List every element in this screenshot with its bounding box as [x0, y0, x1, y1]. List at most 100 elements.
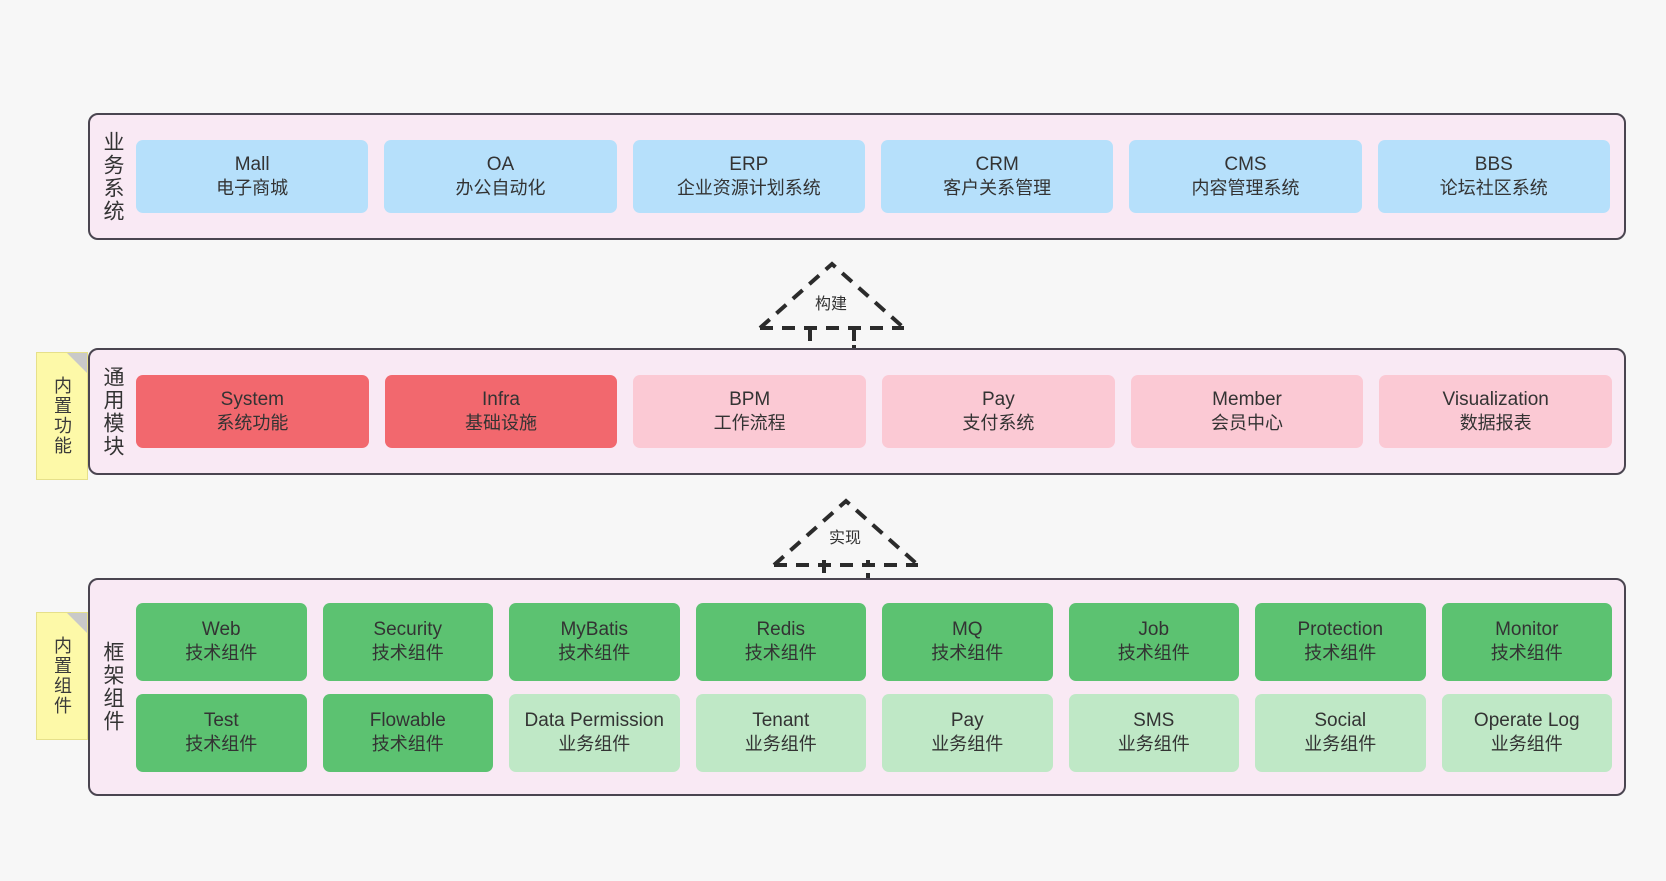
card-title: Operate Log: [1473, 710, 1580, 732]
card-sms[interactable]: SMS 业务组件: [1068, 693, 1239, 772]
card-subtitle: 办公自动化: [455, 178, 546, 199]
card-title: Security: [373, 619, 443, 641]
card-erp[interactable]: ERP 企业资源计划系统: [632, 140, 865, 213]
card-bbs[interactable]: BBS 论坛社区系统: [1377, 140, 1610, 213]
card-tenant[interactable]: Tenant 业务组件: [695, 693, 866, 772]
sticky-note-builtin-components: 内置组件: [36, 612, 88, 740]
card-title: Social: [1314, 710, 1367, 732]
card-subtitle: 技术组件: [931, 643, 1004, 664]
card-mall[interactable]: Mall 电子商城: [136, 140, 369, 213]
card-subtitle: 基础设施: [465, 413, 537, 434]
connector-implement-arrow: [772, 498, 920, 567]
card-title: Tenant: [752, 710, 810, 732]
sticky-fold-corner: [67, 613, 87, 633]
card-subtitle: 技术组件: [371, 734, 444, 755]
card-title: Mall: [234, 154, 270, 176]
card-subtitle: 技术组件: [558, 643, 631, 664]
card-row-framework-business: Test 技术组件 Flowable 技术组件 Data Permission …: [136, 693, 1612, 772]
card-operate-log[interactable]: Operate Log 业务组件: [1441, 693, 1612, 772]
card-subtitle: 技术组件: [371, 643, 444, 664]
card-title: Pay: [950, 710, 984, 732]
card-title: MQ: [951, 619, 983, 641]
card-title: Redis: [756, 619, 806, 641]
layer-label-common: 通用模块: [101, 365, 124, 458]
card-monitor[interactable]: Monitor 技术组件: [1441, 602, 1612, 681]
card-subtitle: 电子商城: [216, 178, 289, 199]
card-title: BPM: [729, 389, 771, 411]
layer-label-business: 业务系统: [101, 130, 124, 223]
connector-label-implement: 实现: [827, 524, 864, 548]
card-security[interactable]: Security 技术组件: [322, 602, 493, 681]
card-title: Visualization: [1442, 389, 1549, 411]
card-subtitle: 工作流程: [713, 413, 786, 434]
sticky-label: 内置组件: [52, 636, 72, 716]
card-title: Data Permission: [524, 710, 664, 732]
card-subtitle: 会员中心: [1211, 413, 1284, 434]
card-infra[interactable]: Infra 基础设施: [384, 375, 618, 448]
card-job[interactable]: Job 技术组件: [1068, 602, 1239, 681]
card-mq[interactable]: MQ 技术组件: [882, 602, 1053, 681]
card-subtitle: 论坛社区系统: [1439, 178, 1548, 199]
card-test[interactable]: Test 技术组件: [136, 693, 307, 772]
sticky-label: 内置功能: [52, 376, 72, 456]
layer-business-system: 业务系统 Mall 电子商城 OA 办公自动化 ERP 企业资源计划系统 CRM…: [88, 113, 1626, 240]
card-title: BBS: [1474, 154, 1513, 176]
card-title: OA: [486, 154, 515, 176]
sticky-note-builtin-features: 内置功能: [36, 352, 88, 480]
card-row-common: System 系统功能 Infra 基础设施 BPM 工作流程 Pay 支付系统…: [136, 375, 1613, 448]
card-title: Monitor: [1495, 619, 1559, 641]
card-oa[interactable]: OA 办公自动化: [384, 140, 617, 213]
card-subtitle: 内容管理系统: [1191, 178, 1300, 199]
card-title: MyBatis: [560, 619, 629, 641]
card-data-permission[interactable]: Data Permission 业务组件: [509, 693, 680, 772]
card-bpm[interactable]: BPM 工作流程: [633, 375, 867, 448]
card-visualization[interactable]: Visualization 数据报表: [1379, 375, 1613, 448]
layer-body-business: Mall 电子商城 OA 办公自动化 ERP 企业资源计划系统 CRM 客户关系…: [134, 115, 1624, 238]
layer-common-modules: 通用模块 System 系统功能 Infra 基础设施 BPM 工作流程 Pay…: [88, 348, 1626, 475]
card-redis[interactable]: Redis 技术组件: [695, 602, 866, 681]
card-subtitle: 企业资源计划系统: [676, 178, 821, 199]
card-title: Flowable: [369, 710, 446, 732]
card-title: SMS: [1133, 710, 1175, 732]
sticky-fold-corner: [67, 353, 87, 373]
card-flowable[interactable]: Flowable 技术组件: [322, 693, 493, 772]
card-pay[interactable]: Pay 支付系统: [882, 375, 1115, 448]
card-subtitle: 业务组件: [744, 734, 817, 755]
layer-body-common: System 系统功能 Infra 基础设施 BPM 工作流程 Pay 支付系统…: [134, 350, 1624, 473]
card-title: CRM: [975, 154, 1019, 176]
card-subtitle: 业务组件: [1304, 734, 1377, 755]
card-subtitle: 业务组件: [1117, 734, 1190, 755]
card-subtitle: 业务组件: [558, 734, 631, 755]
card-subtitle: 支付系统: [962, 413, 1035, 434]
card-subtitle: 数据报表: [1459, 413, 1532, 434]
card-title: Job: [1138, 619, 1170, 641]
card-subtitle: 技术组件: [1117, 643, 1190, 664]
card-title: Protection: [1297, 619, 1384, 641]
card-title: CMS: [1224, 154, 1267, 176]
card-cms[interactable]: CMS 内容管理系统: [1129, 140, 1362, 213]
card-subtitle: 技术组件: [1304, 643, 1377, 664]
connector-label-build: 构建: [813, 290, 850, 314]
card-crm[interactable]: CRM 客户关系管理: [880, 140, 1114, 213]
card-subtitle: 技术组件: [185, 734, 258, 755]
card-system[interactable]: System 系统功能: [136, 375, 369, 448]
card-subtitle: 技术组件: [185, 643, 258, 664]
card-protection[interactable]: Protection 技术组件: [1255, 602, 1426, 681]
card-title: System: [220, 389, 285, 411]
card-title: Web: [201, 619, 241, 641]
card-mybatis[interactable]: MyBatis 技术组件: [509, 602, 680, 681]
card-subtitle: 业务组件: [1490, 734, 1563, 755]
card-title: Member: [1212, 389, 1282, 411]
card-web[interactable]: Web 技术组件: [136, 602, 307, 681]
card-social[interactable]: Social 业务组件: [1255, 693, 1426, 772]
card-member[interactable]: Member 会员中心: [1130, 375, 1364, 448]
card-subtitle: 系统功能: [216, 413, 289, 434]
layer-framework-components: 框架组件 Web 技术组件 Security 技术组件 MyBatis 技术组件…: [88, 578, 1626, 796]
card-pay-business[interactable]: Pay 业务组件: [882, 693, 1053, 772]
card-subtitle: 技术组件: [744, 643, 817, 664]
card-title: Pay: [981, 389, 1015, 411]
card-subtitle: 技术组件: [1490, 643, 1563, 664]
card-subtitle: 业务组件: [931, 734, 1004, 755]
card-row-business: Mall 电子商城 OA 办公自动化 ERP 企业资源计划系统 CRM 客户关系…: [136, 140, 1610, 213]
